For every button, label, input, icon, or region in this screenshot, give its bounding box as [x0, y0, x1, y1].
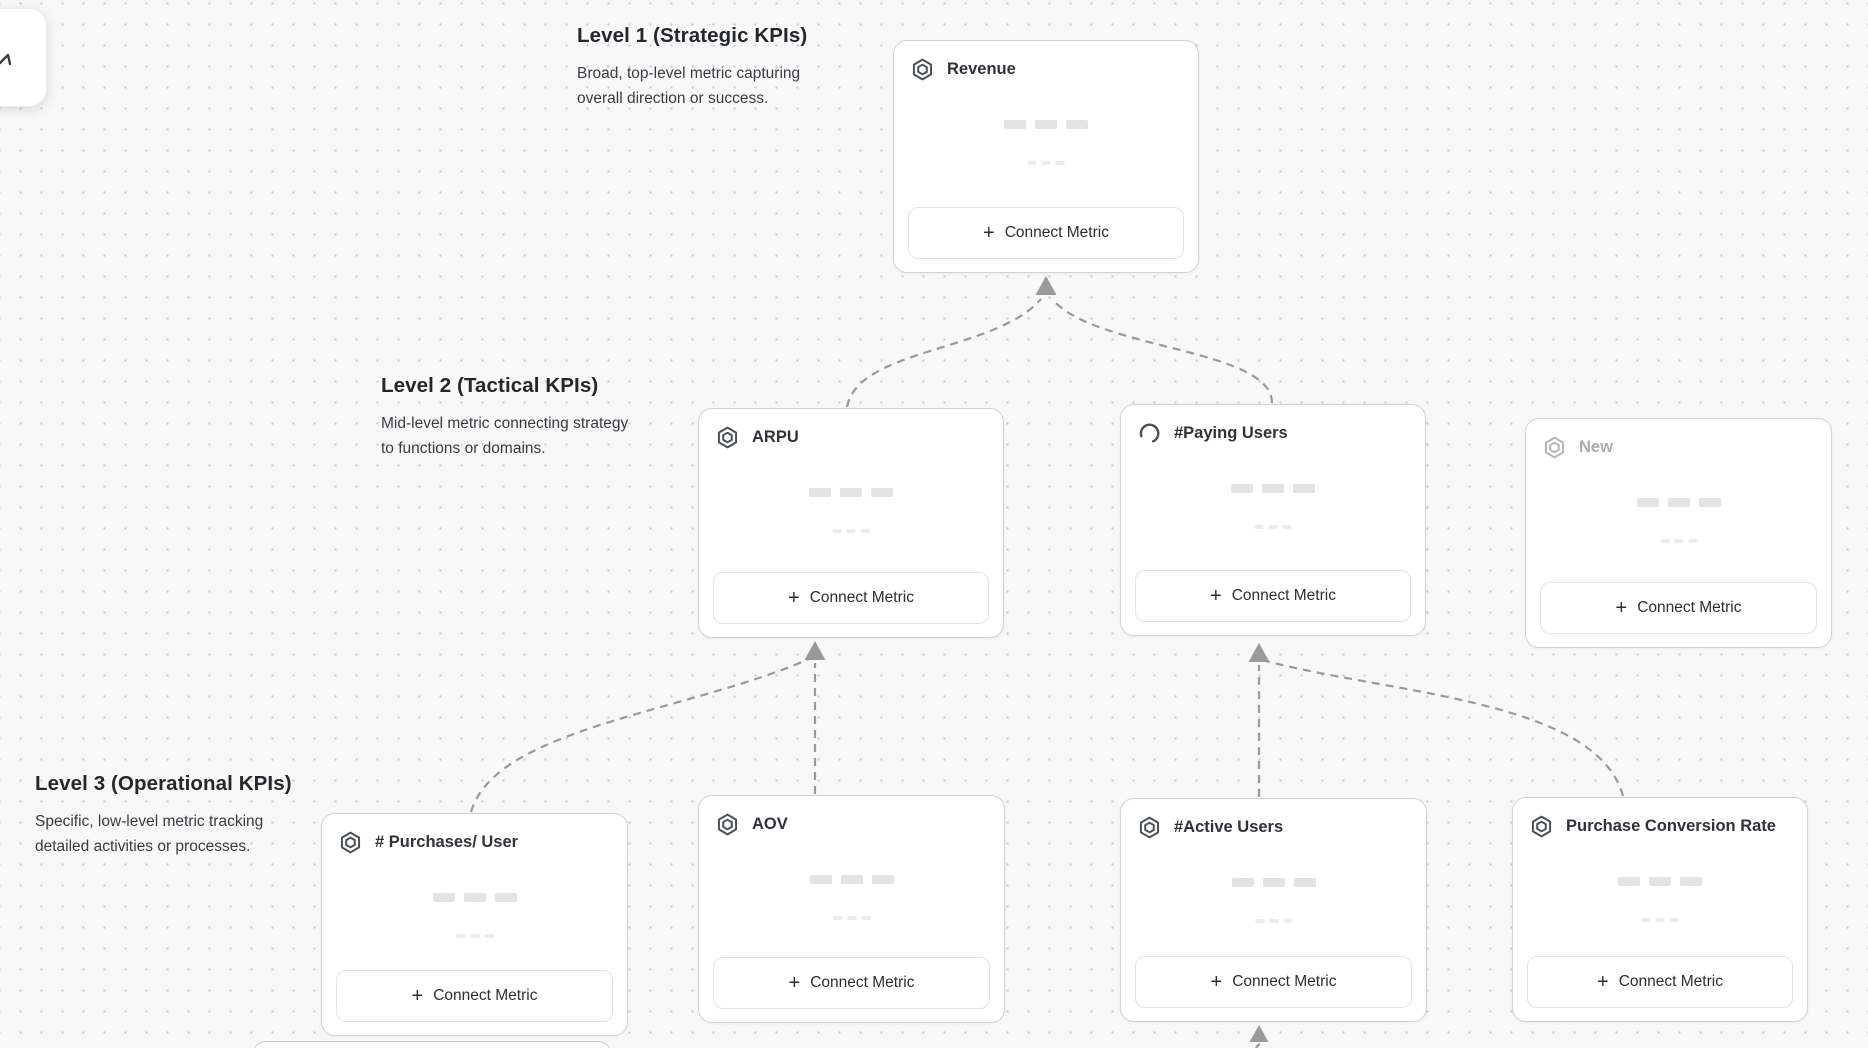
level-1-description: Broad, top-level metric capturing overal…	[577, 65, 801, 107]
hexagon-icon	[339, 831, 362, 854]
arrowhead-into-payingusers	[1248, 643, 1270, 662]
hexagon-icon	[1530, 815, 1553, 838]
connect-metric-label: Connect Metric	[1231, 587, 1336, 604]
card-title: #Paying Users	[1174, 424, 1288, 442]
card-title: #Active Users	[1174, 818, 1284, 836]
connect-metric-button[interactable]: + Connect Metric	[713, 572, 989, 624]
level-2-heading: Level 2 (Tactical KPIs)	[381, 374, 599, 397]
level-3-label: Level 3 (Operational KPIs) Specific, low…	[35, 772, 303, 859]
card-header: ARPU	[699, 409, 1003, 449]
arrowhead-into-revenue	[1035, 276, 1057, 295]
edge-payingusers-to-revenue	[1051, 298, 1274, 404]
skeleton-row-primary	[1636, 498, 1721, 507]
edge-purchases-to-arpu	[469, 657, 810, 813]
hexagon-icon	[716, 813, 739, 836]
connect-metric-button[interactable]: + Connect Metric	[713, 957, 990, 1009]
hexagon-icon	[1543, 436, 1566, 459]
skeleton-row-primary	[1231, 878, 1316, 887]
skeleton-row-primary	[809, 488, 893, 497]
hexagon-icon	[1138, 816, 1161, 839]
level-1-label: Level 1 (Strategic KPIs) Broad, top-leve…	[577, 24, 833, 111]
level-1-heading: Level 1 (Strategic KPIs)	[577, 24, 808, 47]
connect-metric-label: Connect Metric	[1232, 973, 1337, 990]
connect-metric-button[interactable]: + Connect Metric	[1135, 570, 1411, 622]
edge-conversionrate-to-payingusers	[1265, 659, 1625, 797]
metric-card-aov[interactable]: AOV + Connect Metric	[698, 795, 1005, 1023]
plus-icon: +	[1210, 970, 1223, 993]
skeleton-row-secondary	[1254, 525, 1292, 529]
plus-icon: +	[411, 984, 424, 1007]
plus-icon: +	[983, 221, 995, 244]
connect-metric-label: Connect Metric	[1004, 224, 1109, 241]
metric-card-purchases-per-user[interactable]: # Purchases/ User + Connect Metric	[321, 813, 628, 1036]
connect-metric-button[interactable]: + Connect Metric	[908, 207, 1184, 259]
connect-metric-button[interactable]: + Connect Metric	[1135, 956, 1412, 1008]
plus-icon: +	[788, 971, 801, 994]
plus-icon: +	[1597, 970, 1609, 993]
skeleton-row-primary	[1231, 484, 1315, 493]
spinner-icon	[1138, 422, 1161, 445]
connect-metric-button[interactable]: + Connect Metric	[1540, 582, 1817, 634]
metric-card-paying-users[interactable]: #Paying Users + Connect Metric	[1120, 404, 1426, 636]
level-3-heading: Level 3 (Operational KPIs)	[35, 772, 292, 795]
card-title: New	[1579, 438, 1613, 456]
metric-card-arpu[interactable]: ARPU + Connect Metric	[698, 408, 1004, 638]
skeleton-row-primary	[809, 875, 894, 884]
card-header: #Active Users	[1121, 799, 1426, 839]
card-title: Revenue	[947, 60, 1016, 78]
level-2-description: Mid-level metric connecting strategy to …	[381, 415, 629, 457]
cursor-icon	[0, 53, 12, 66]
plus-icon: +	[788, 586, 800, 609]
connect-metric-label: Connect Metric	[810, 974, 915, 991]
plus-icon: +	[1615, 596, 1628, 619]
connect-metric-label: Connect Metric	[1637, 599, 1742, 616]
card-header: Revenue	[894, 41, 1198, 81]
skeleton-row-secondary	[1660, 539, 1697, 543]
skeleton-row-secondary	[1255, 919, 1292, 923]
card-title: Purchase Conversion Rate	[1566, 817, 1776, 835]
hexagon-icon	[911, 58, 934, 81]
canvas-tool-button[interactable]	[0, 8, 47, 107]
connect-metric-label: Connect Metric	[1618, 973, 1723, 990]
connect-metric-button[interactable]: + Connect Metric	[1527, 956, 1793, 1008]
skeleton-row-secondary	[1641, 918, 1679, 922]
skeleton-row-secondary	[456, 934, 493, 938]
metric-card-active-users[interactable]: #Active Users + Connect Metric	[1120, 798, 1427, 1022]
skeleton-row-secondary	[1027, 161, 1065, 165]
plus-icon: +	[1210, 584, 1222, 607]
arrowhead-into-arpu	[804, 641, 826, 660]
metric-card-purchase-conversion-rate[interactable]: Purchase Conversion Rate + Connect Metri…	[1512, 797, 1808, 1022]
card-header: New	[1526, 419, 1831, 459]
edge-offscreen-to-activeusers	[1255, 1043, 1261, 1048]
level-3-description: Specific, low-level metric tracking deta…	[35, 813, 264, 855]
skeleton-row-primary	[1004, 120, 1088, 129]
skeleton-row-primary	[1618, 877, 1702, 886]
skeleton-row-secondary	[832, 529, 870, 533]
connect-metric-label: Connect Metric	[433, 987, 538, 1004]
metric-card-new[interactable]: New + Connect Metric	[1525, 418, 1832, 648]
card-header: AOV	[699, 796, 1004, 836]
card-header: #Paying Users	[1121, 405, 1425, 445]
card-header: Purchase Conversion Rate	[1513, 798, 1807, 838]
connect-metric-label: Connect Metric	[809, 589, 914, 606]
card-title: ARPU	[752, 428, 799, 446]
arrowhead-into-activeusers	[1249, 1025, 1269, 1042]
skeleton-row-secondary	[833, 916, 870, 920]
hexagon-icon	[716, 426, 739, 449]
level-2-label: Level 2 (Tactical KPIs) Mid-level metric…	[381, 374, 631, 461]
metric-card-revenue[interactable]: Revenue + Connect Metric	[893, 40, 1199, 273]
card-title: AOV	[752, 815, 788, 833]
metric-card-partial-offscreen[interactable]	[252, 1041, 612, 1048]
card-header: # Purchases/ User	[322, 814, 627, 854]
edge-arpu-to-revenue	[845, 298, 1042, 408]
skeleton-row-primary	[432, 893, 517, 902]
card-title: # Purchases/ User	[375, 833, 519, 851]
connect-metric-button[interactable]: + Connect Metric	[336, 970, 613, 1022]
